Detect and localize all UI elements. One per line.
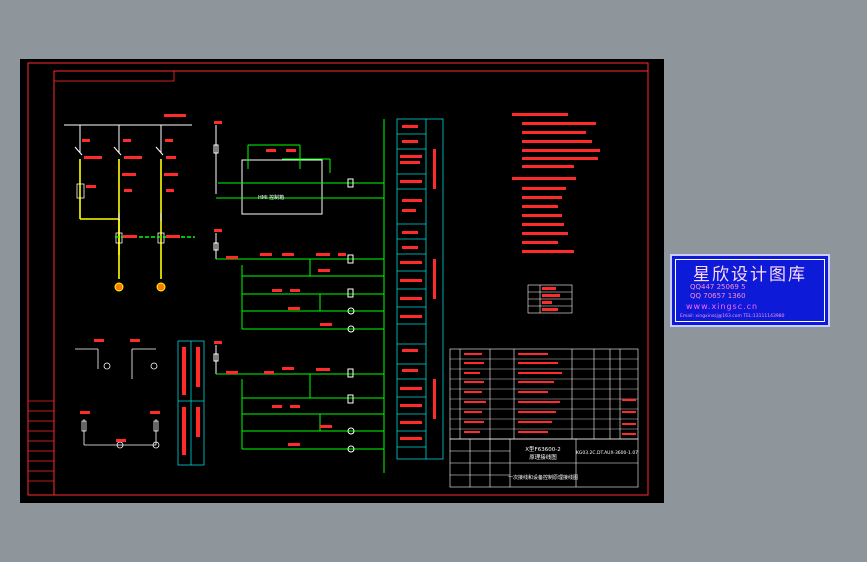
drawing-number: KG03.2C.DT.AUX-3600-1.07 <box>576 450 638 456</box>
outer-border <box>27 62 649 496</box>
title-block <box>449 438 639 488</box>
control-circuit-2 <box>213 233 384 333</box>
project-line1: X型F63600-2 <box>525 445 560 453</box>
cyan-legend <box>177 340 205 466</box>
function-column <box>396 118 444 460</box>
control-circuit-1: HMI 控制箱 <box>213 119 385 473</box>
main-power-circuit <box>64 114 195 292</box>
inner-border <box>53 70 649 496</box>
equipment-list-text <box>464 353 636 435</box>
watermark-qq-2: QQ 70657 1360 <box>690 292 746 300</box>
watermark-qq-1: QQ447 25069 5 <box>690 283 746 291</box>
component-tags <box>214 121 346 446</box>
drawing-sheet: HMI 控制箱 <box>20 59 664 503</box>
project-line2: 原理接线图 <box>529 453 557 461</box>
watermark-title: 星欣设计图库 <box>693 265 807 285</box>
equipment-list-rows <box>450 358 638 430</box>
watermark-contact: Email: xingxinssj@163.com TEL:1311114398… <box>680 314 785 319</box>
svg-text:HMI 控制箱: HMI 控制箱 <box>258 194 284 201</box>
auxiliary-circuits <box>75 348 160 449</box>
watermark-banner: 星欣设计图库 QQ447 25069 5 QQ 70657 1360 www.x… <box>670 254 830 327</box>
schematic-drawing: HMI 控制箱 <box>27 62 649 496</box>
watermark-url: www.xingsc.cn <box>686 302 759 311</box>
control-circuit-3 <box>213 345 384 453</box>
function-column-text <box>400 125 436 440</box>
technical-notes <box>512 113 600 253</box>
small-table <box>527 284 573 314</box>
top-label-box <box>53 70 175 82</box>
drawing-name: 一次接线和设备控制原理接线图 <box>508 474 578 481</box>
revision-table <box>27 400 55 482</box>
watermark-frame <box>675 259 825 322</box>
